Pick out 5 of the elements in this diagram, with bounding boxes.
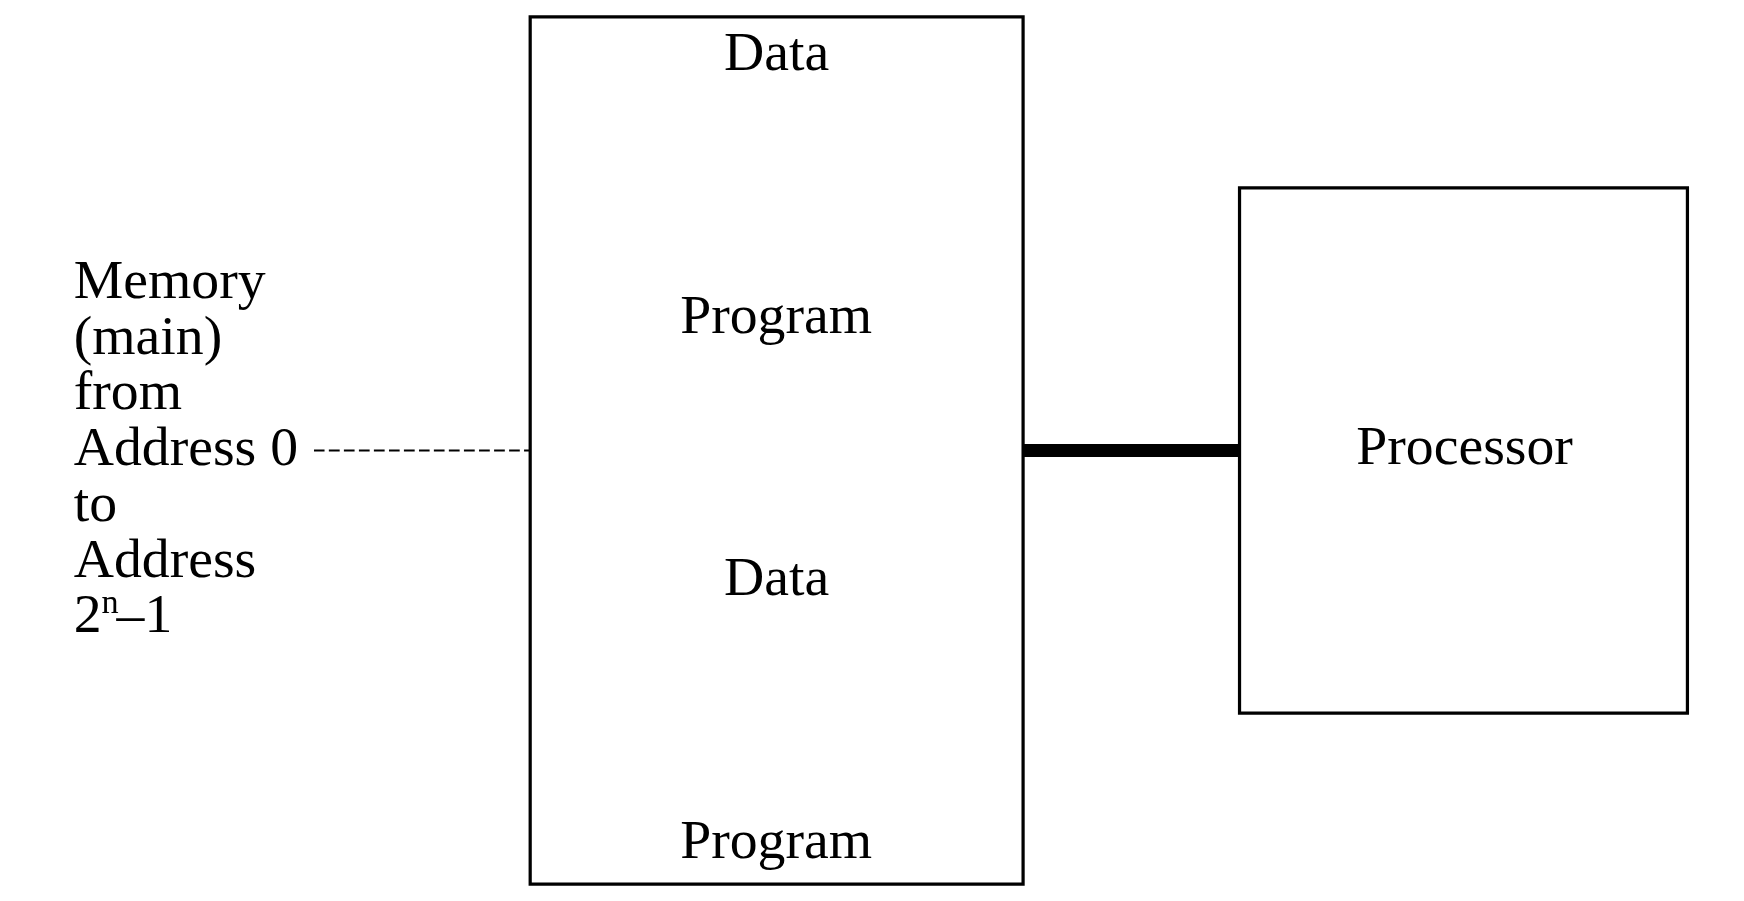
node-box: Data Program Data Program [528, 15, 1025, 886]
node-text: Memory (main) from Address 0 to Address 2$^{n}$–1 [73, 247, 299, 645]
connector [1023, 444, 1239, 457]
connector [314, 449, 530, 452]
node-box: Processor [1237, 186, 1690, 715]
